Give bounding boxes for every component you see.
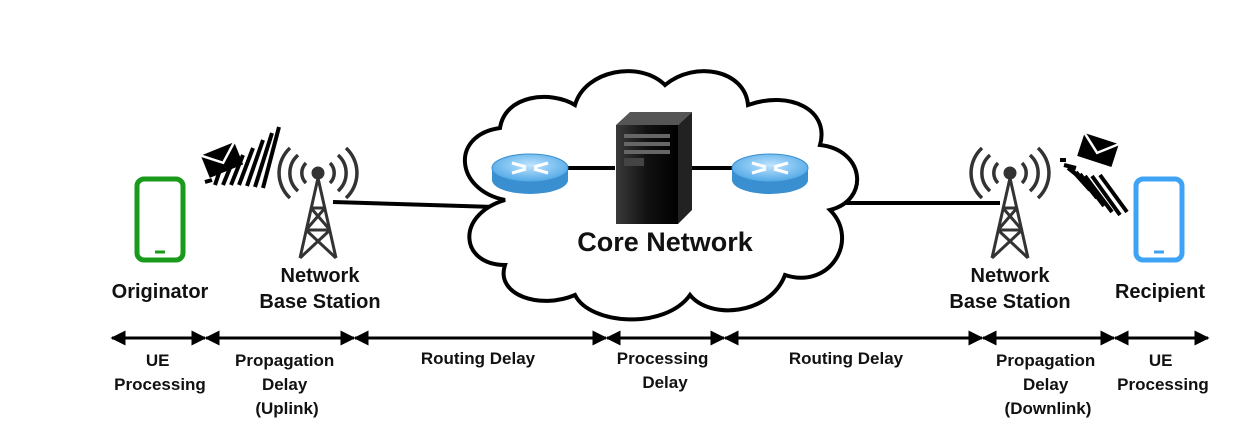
recipient-label: Recipient — [1115, 281, 1205, 303]
signal-bars-icon — [1060, 158, 1129, 217]
segment-label-propagation-downlink: Propagation Delay (Downlink) — [996, 351, 1100, 418]
signal-bars-icon — [204, 126, 281, 189]
smartphone-icon — [134, 176, 186, 263]
base-station-right-label-line2: Base Station — [949, 291, 1070, 313]
router-icon — [731, 153, 809, 194]
smartphone-icon — [1133, 176, 1185, 263]
cell-tower-icon — [277, 146, 359, 260]
envelope-icon — [200, 141, 244, 178]
core-network-label: Core Network — [577, 227, 754, 257]
cell-tower-icon — [969, 146, 1051, 260]
segment-label-ue-right: UE Processing — [1117, 351, 1209, 394]
segment-label-routing-left: Routing Delay — [421, 349, 536, 368]
link-left — [332, 200, 496, 209]
base-station-right-label-line1: Network — [971, 265, 1051, 287]
server-icon — [616, 112, 692, 224]
segment-label-routing-right: Routing Delay — [789, 349, 904, 368]
segment-label-ue-left: UE Processing — [114, 351, 206, 394]
segment-label-processing: Processing Delay — [617, 349, 713, 392]
segment-label-propagation-uplink: Propagation Delay (Uplink) — [235, 351, 339, 418]
router-icon — [491, 153, 569, 194]
base-station-left-label-line1: Network — [281, 265, 361, 287]
base-station-left-label-line2: Base Station — [259, 291, 380, 313]
envelope-icon — [1077, 132, 1120, 167]
originator-label: Originator — [112, 281, 209, 303]
